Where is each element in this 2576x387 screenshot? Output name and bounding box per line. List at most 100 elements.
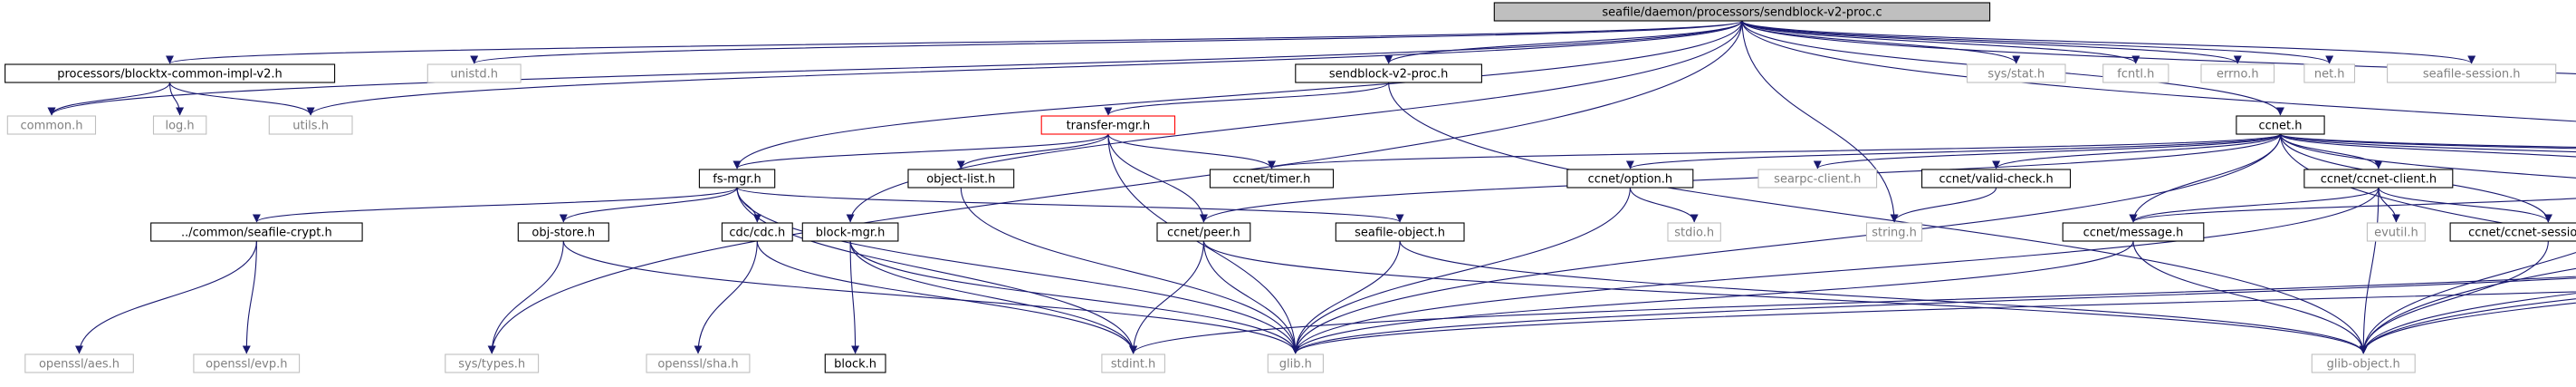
node-glib[interactable]: glib.h — [1267, 353, 1324, 373]
node-cdc[interactable]: cdc/cdc.h — [721, 222, 793, 242]
node-crypt[interactable]: ../common/seafile-crypt.h — [150, 222, 363, 242]
node-box — [801, 222, 899, 242]
node-label: glib-object.h — [2327, 358, 2400, 372]
edge-sendblock-to-glibobject — [1388, 82, 2368, 354]
node-unistd[interactable]: unistd.h — [426, 63, 522, 83]
node-label: obj-store.h — [531, 227, 595, 240]
node-stdint[interactable]: stdint.h — [1101, 353, 1165, 373]
edge-blockmgr-to-stdint — [849, 240, 1138, 354]
node-message[interactable]: ccnet/message.h — [2062, 222, 2205, 242]
node-evp[interactable]: openssl/evp.h — [193, 353, 301, 373]
node-fsmgr[interactable]: fs-mgr.h — [698, 169, 776, 189]
node-box — [24, 353, 134, 373]
node-stdio[interactable]: stdio.h — [1667, 222, 1721, 242]
node-net[interactable]: net.h — [2303, 63, 2356, 83]
edge-invoke-to-glibobject — [2359, 293, 2576, 354]
node-box — [1967, 63, 2066, 83]
edge-cdc-to-sha — [694, 240, 758, 354]
edge-transfer-to-objlist — [956, 133, 1109, 169]
node-label: ccnet/peer.h — [1167, 227, 1240, 240]
node-label: ccnet/message.h — [2083, 227, 2184, 240]
edge-blocktx-to-log — [168, 82, 185, 116]
edge-processor-to-glibobject — [2359, 302, 2576, 354]
edge-root-to-net — [1741, 20, 2333, 64]
edge-option-to-glib — [1291, 187, 1631, 354]
node-box — [6, 115, 97, 135]
edge-ccnet-to-mqclient — [2279, 133, 2576, 158]
node-box — [150, 222, 363, 242]
node-box — [1209, 169, 1335, 189]
node-ccnet[interactable]: ccnet.h — [2236, 115, 2325, 135]
edge-root-to-cevent — [1741, 20, 2576, 122]
node-box — [152, 115, 207, 135]
edge-blockmgr-to-glib — [849, 240, 1300, 354]
edge-root-to-fcntl — [1741, 20, 2140, 64]
node-peer[interactable]: ccnet/peer.h — [1156, 222, 1251, 242]
node-label: searpc-client.h — [1774, 173, 1861, 187]
edge-message-to-glib — [1291, 240, 2134, 354]
node-transfer[interactable]: transfer-mgr.h — [1040, 115, 1176, 135]
edge-procfactory-to-glibobject — [2359, 298, 2576, 354]
node-string[interactable]: string.h — [1865, 222, 1923, 242]
edge-fsmgr-to-stdint — [736, 187, 1138, 354]
node-aes[interactable]: openssl/aes.h — [24, 353, 134, 373]
edge-ccnet-to-option — [1626, 133, 2282, 169]
node-label: ccnet.h — [2258, 120, 2302, 133]
edge-seafobj-to-glibobject — [1399, 240, 2368, 354]
node-label: seafile-session.h — [2423, 68, 2521, 82]
edge-objlist-to-glib — [960, 187, 1300, 354]
node-log[interactable]: log.h — [152, 115, 207, 135]
node-objstore[interactable]: obj-store.h — [517, 222, 609, 242]
node-objlist[interactable]: object-list.h — [907, 169, 1015, 189]
node-option[interactable]: ccnet/option.h — [1566, 169, 1694, 189]
node-label: unistd.h — [450, 68, 498, 82]
node-box — [193, 353, 301, 373]
node-fcntl[interactable]: fcntl.h — [2102, 63, 2169, 83]
node-systypes[interactable]: sys/types.h — [445, 353, 540, 373]
node-sendblock[interactable]: sendblock-v2-proc.h — [1295, 63, 1482, 83]
node-box — [907, 169, 1015, 189]
edge-objstore-to-glib — [562, 240, 1300, 354]
node-searpc[interactable]: searpc-client.h — [1757, 169, 1878, 189]
node-seafobj[interactable]: seafile-object.h — [1335, 222, 1465, 242]
node-sysstat[interactable]: sys/stat.h — [1967, 63, 2066, 83]
node-label: fs-mgr.h — [713, 173, 761, 187]
node-common[interactable]: common.h — [6, 115, 97, 135]
edge-root-to-common — [47, 20, 1743, 116]
edge-mqclient-to-glibobject — [2359, 251, 2576, 354]
node-root[interactable]: seafile/daemon/processors/sendblock-v2-p… — [1493, 2, 1991, 22]
edge-root-to-sendblock — [1384, 20, 1743, 64]
edge-cevent-to-glib — [1291, 291, 2576, 354]
node-validcheck[interactable]: ccnet/valid-check.h — [1921, 169, 2072, 189]
node-utils[interactable]: utils.h — [268, 115, 353, 135]
edge-message-to-glibobject — [2132, 240, 2368, 354]
node-sessionbase[interactable]: ccnet/ccnet-session-base.h — [2449, 222, 2576, 242]
node-box — [2062, 222, 2205, 242]
edge-crypt-to-evp — [242, 240, 257, 354]
node-blockh[interactable]: block.h — [824, 353, 886, 373]
node-label: fcntl.h — [2117, 68, 2154, 82]
node-glibobject[interactable]: glib-object.h — [2311, 353, 2416, 373]
node-evutil[interactable]: evutil.h — [2366, 222, 2426, 242]
edge-ccnet-to-glib — [1291, 133, 2282, 354]
node-errno[interactable]: errno.h — [2200, 63, 2275, 83]
node-blocktx[interactable]: processors/blocktx-common-impl-v2.h — [5, 63, 336, 83]
node-label: ../common/seafile-crypt.h — [181, 227, 332, 240]
node-sha[interactable]: openssl/sha.h — [646, 353, 751, 373]
node-blockmgr[interactable]: block-mgr.h — [801, 222, 899, 242]
node-ccnetclient[interactable]: ccnet/ccnet-client.h — [2303, 169, 2454, 189]
node-label: log.h — [165, 120, 194, 133]
edge-ccnetclient-to-sessionbase — [2378, 187, 2552, 223]
node-timer[interactable]: ccnet/timer.h — [1209, 169, 1335, 189]
edge-root-to-session — [1741, 20, 2475, 64]
node-label: evutil.h — [2374, 227, 2418, 240]
node-session[interactable]: seafile-session.h — [2387, 63, 2557, 83]
edge-ccnet-to-ccnetclient — [2279, 133, 2383, 169]
node-label: glib.h — [1279, 358, 1312, 372]
edge-transfer-to-timer — [1107, 133, 1276, 169]
node-box — [1335, 222, 1465, 242]
edge-root-to-fsmgr — [733, 20, 1743, 169]
node-label: utils.h — [292, 120, 329, 133]
node-box — [2366, 222, 2426, 242]
node-box — [1921, 169, 2072, 189]
